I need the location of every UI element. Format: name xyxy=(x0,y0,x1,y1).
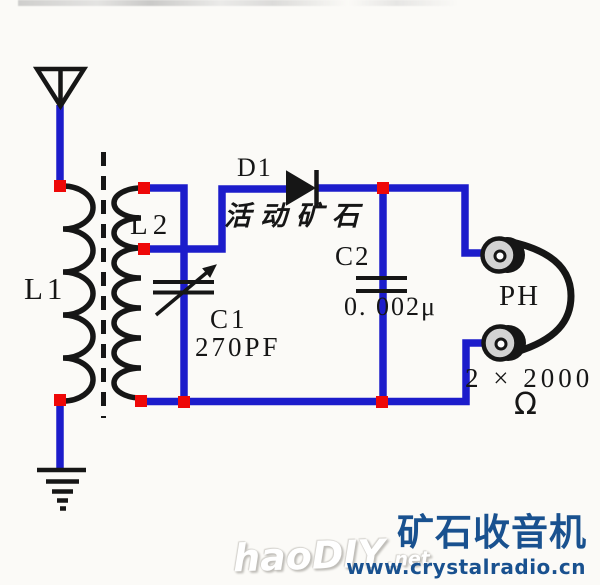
c1-value-label: 270PF xyxy=(195,332,281,362)
wires xyxy=(56,105,483,468)
junction-dot xyxy=(178,396,190,408)
wire-tap-to-diode xyxy=(144,185,287,253)
wire-diode-to-phone-upper xyxy=(318,184,483,257)
junction-dots xyxy=(54,180,389,408)
junction-dot xyxy=(377,182,389,194)
antenna-icon xyxy=(32,66,89,111)
site-title-watermark: 矿石收音机 xyxy=(397,511,587,554)
symbols xyxy=(32,66,575,511)
headphone-cable xyxy=(508,238,575,356)
jack-upper-hole xyxy=(493,249,507,263)
headphone-jack-lower xyxy=(481,324,526,362)
diode-triangle xyxy=(286,170,316,206)
diode-label: D1 xyxy=(237,153,273,182)
junction-dot xyxy=(138,182,150,194)
wire-ground-rail-to-phone-lower xyxy=(140,339,483,406)
detector-note-label: 活动矿石 xyxy=(224,201,368,231)
diode-d1-icon xyxy=(286,170,319,206)
c1-arrow-shaft xyxy=(154,267,213,317)
capacitor-c2-icon xyxy=(356,276,407,293)
coil-l2 xyxy=(111,185,142,401)
headphones-impedance-unit-label: Ω xyxy=(514,387,537,422)
capacitor-c1-icon xyxy=(153,264,217,317)
junction-dot xyxy=(135,395,147,407)
scan-artifact xyxy=(18,0,458,6)
headphones-label: PH xyxy=(499,280,541,312)
c1-arrow-head xyxy=(202,264,217,278)
c2-value-label: 0. 002μ xyxy=(344,292,437,321)
ground-icon xyxy=(37,467,86,511)
c2-name-label: C2 xyxy=(335,241,371,271)
wire-l2top-to-c1 xyxy=(144,184,188,402)
junction-dot xyxy=(376,396,388,408)
junction-dot xyxy=(138,243,150,255)
coil-l2-label: L2 xyxy=(130,209,173,241)
junction-dot xyxy=(54,180,66,192)
headphone-jack-upper xyxy=(480,236,525,274)
site-url-watermark: www.crystalradio.cn xyxy=(346,555,586,579)
junction-dot xyxy=(54,394,66,406)
headphones-impedance-label: 2 × 2000 xyxy=(465,363,594,393)
headphones-icon xyxy=(480,236,575,362)
c1-name-label: C1 xyxy=(210,304,248,334)
jack-lower-hole xyxy=(494,337,508,351)
coil-l1 xyxy=(62,183,96,404)
coil-l1-label: L1 xyxy=(24,271,67,306)
